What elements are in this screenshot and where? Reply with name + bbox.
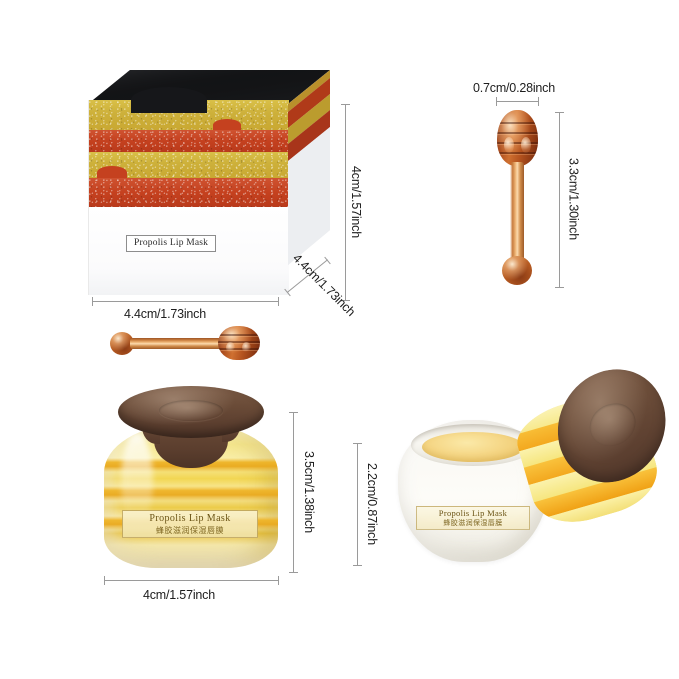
honey-dipper-horizontal [110, 326, 260, 360]
jar-open-height-label: 2.2cm/0.87inch [365, 463, 379, 545]
box-bump-red-2 [97, 166, 127, 179]
jar-closed-label-en: Propolis Lip Mask [149, 513, 231, 524]
box-product-label: Propolis Lip Mask [126, 235, 217, 252]
jar-open-height-rule [357, 443, 358, 565]
jar-closed-height-cap-top [289, 412, 298, 413]
dipper-width-cap-left [496, 97, 497, 106]
dipper-length-cap-top [555, 112, 564, 113]
dipper-shaft [510, 162, 524, 266]
jar-closed-height-label: 3.5cm/1.38inch [302, 451, 316, 533]
jar-open-label-en: Propolis Lip Mask [438, 508, 508, 518]
jar-closed-height-cap-bottom [289, 572, 298, 573]
jar-open-height-cap-bottom [353, 565, 362, 566]
jar-closed-height-rule [293, 412, 294, 572]
jar-closed-width-rule [104, 580, 278, 581]
jar-open-label-cn: 蜂胶滋润保湿唇膜 [443, 520, 503, 527]
jar-closed-lid[interactable] [118, 386, 264, 438]
dipper-length-rule [559, 112, 560, 287]
jar-closed-width-label: 4cm/1.57inch [143, 588, 215, 602]
jar-closed-width-cap-left [104, 576, 105, 585]
box-height-cap-top [341, 104, 350, 105]
dipper-h-head [218, 326, 260, 360]
dipper-width-label: 0.7cm/0.28inch [473, 81, 555, 95]
jar-closed-label-cn: 蜂胶滋润保湿唇膜 [156, 526, 224, 535]
dipper-end-ball [502, 256, 532, 285]
box-height-cap-bottom [341, 300, 350, 301]
box-width-cap-left [92, 297, 93, 306]
jar-open-height-cap-top [353, 443, 362, 444]
box-side-face [288, 70, 330, 265]
dipper-width-cap-right [538, 97, 539, 106]
jar-closed-label: Propolis Lip Mask 蜂胶滋润保湿唇膜 [122, 510, 258, 538]
box-bee-dome-dark [131, 87, 207, 113]
box-height-label: 4cm/1.57inch [349, 166, 363, 238]
dipper-h-shaft [130, 338, 228, 349]
box-bump-red-1 [213, 119, 241, 131]
jar-lid-center-ring [158, 399, 224, 422]
box-band-red-1 [89, 130, 289, 152]
box-width-cap-right [278, 297, 279, 306]
jar-stripe-2 [104, 486, 278, 501]
jar-open-cream-content [422, 432, 524, 462]
dipper-length-label: 3.3cm/1.30inch [566, 158, 581, 240]
box-width-label: 4.4cm/1.73inch [124, 307, 206, 321]
dipper-width-rule [496, 101, 538, 102]
honey-dipper-vertical [487, 110, 547, 285]
box-front-face: Propolis Lip Mask [88, 87, 289, 295]
dipper-h-end-ball [110, 332, 134, 355]
jar-closed: Propolis Lip Mask 蜂胶滋润保湿唇膜 [96, 386, 286, 568]
jar-open-label: Propolis Lip Mask 蜂胶滋润保湿唇膜 [416, 506, 530, 530]
box-height-rule [345, 104, 346, 300]
box-width-rule [92, 301, 278, 302]
jar-closed-width-cap-right [278, 576, 279, 585]
dipper-head [497, 110, 538, 166]
dipper-length-cap-bottom [555, 287, 564, 288]
box-band-red-2 [89, 178, 289, 207]
lid-top-center-ring [589, 400, 637, 450]
packaging-box: Propolis Lip Mask [88, 70, 338, 305]
